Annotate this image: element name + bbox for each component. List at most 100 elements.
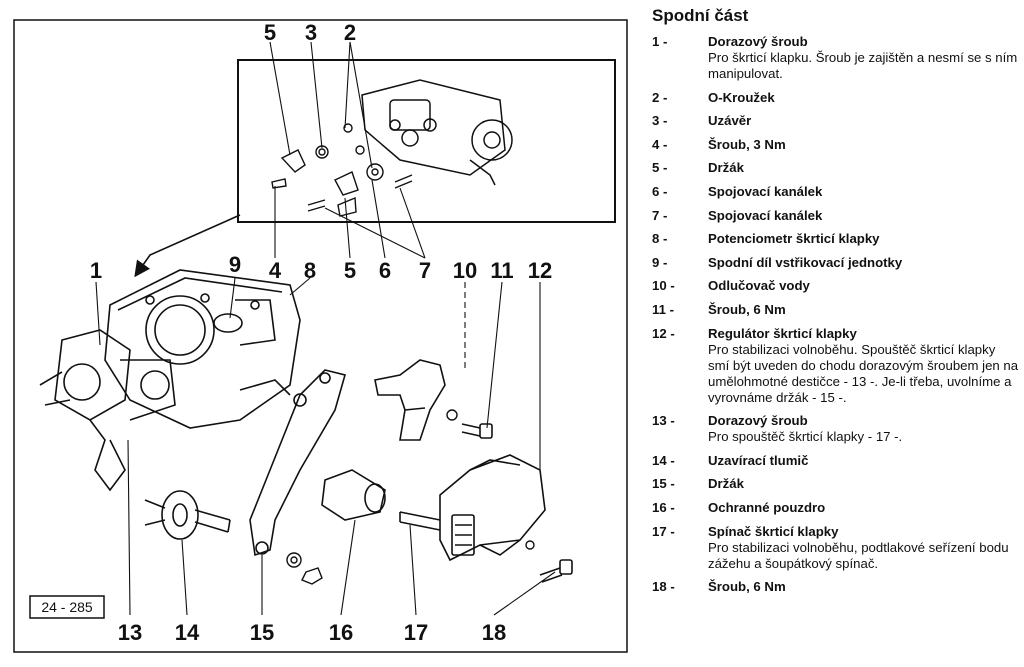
legend-item-label: Držák bbox=[708, 160, 744, 176]
callout-5-inset: 5 bbox=[264, 20, 276, 45]
callout-14: 14 bbox=[175, 620, 200, 645]
legend-item: 9 - Spodní díl vstřikovací jednotky bbox=[652, 255, 1020, 271]
legend-item-label: Uzávěr bbox=[708, 113, 752, 129]
callout-9: 9 bbox=[229, 252, 241, 277]
legend-item: 3 - Uzávěr bbox=[652, 113, 1020, 129]
callout-2: 2 bbox=[344, 20, 356, 45]
part-screw-11 bbox=[461, 423, 493, 439]
legend-item-number: 11 - bbox=[652, 301, 674, 317]
legend-item-label: Spojovací kanálek bbox=[708, 207, 823, 223]
inset-pointer-arrow bbox=[134, 214, 241, 278]
legend-item: 14 - Uzavírací tlumič bbox=[652, 453, 1020, 469]
figure-frame bbox=[13, 19, 628, 653]
inset-frame bbox=[237, 59, 616, 223]
legend-item-label: Dorazový šroub bbox=[708, 34, 808, 49]
part-water-separator bbox=[374, 359, 446, 441]
legend-item: 4 - Šroub, 3 Nm bbox=[652, 137, 1020, 153]
callout-1: 1 bbox=[90, 258, 102, 283]
legend-item-number: 8 - bbox=[652, 231, 668, 247]
diagram-canvas: 24 - 285 5 3 2 4 5 6 7 1 9 8 10 11 12 13… bbox=[13, 19, 628, 653]
legend-item-label: Šroub, 6 Nm bbox=[708, 579, 786, 595]
legend-item: 18 - Šroub, 6 Nm bbox=[652, 579, 1020, 595]
legend-item-label: Šroub, 3 Nm bbox=[708, 136, 786, 152]
legend-item-number: 4 - bbox=[652, 136, 668, 152]
legend-item-label: Spodní díl vstřikovací jednotky bbox=[708, 254, 903, 270]
figure-id-label: 24 - 285 bbox=[41, 599, 93, 615]
callout-18: 18 bbox=[482, 620, 506, 645]
legend-item-number: 17 - bbox=[652, 523, 675, 539]
legend-item-number: 2 - bbox=[652, 89, 668, 105]
part-nuts-washers bbox=[286, 409, 535, 585]
callout-7: 7 bbox=[419, 258, 431, 283]
legend-item-label: Ochranné pouzdro bbox=[708, 499, 826, 515]
main-leaders bbox=[95, 277, 556, 616]
legend-item: 10 - Odlučovač vody bbox=[652, 278, 1020, 294]
legend-item-description: Pro spouštěč škrticí klapky - 17 -. bbox=[708, 429, 903, 445]
legend-item-label: Šroub, 6 Nm bbox=[708, 301, 786, 317]
legend-item: 5 - Držák bbox=[652, 160, 1020, 176]
callout-3: 3 bbox=[305, 20, 317, 45]
callout-16: 16 bbox=[329, 620, 353, 645]
legend-item: 7 - Spojovací kanálek bbox=[652, 208, 1020, 224]
figure-id-box bbox=[29, 595, 105, 619]
inset-small-parts bbox=[271, 123, 413, 217]
legend-item-label: Potenciometr škrticí klapky bbox=[708, 231, 880, 247]
callout-4: 4 bbox=[269, 258, 282, 283]
legend-item-number: 7 - bbox=[652, 207, 668, 223]
legend-item: 15 - Držák bbox=[652, 476, 1020, 492]
legend-item: 11 - Šroub, 6 Nm bbox=[652, 302, 1020, 318]
legend-item-number: 15 - bbox=[652, 476, 675, 492]
legend-item-number: 10 - bbox=[652, 278, 675, 294]
legend-item-label: Spojovací kanálek bbox=[708, 183, 823, 199]
callout-11: 11 bbox=[490, 258, 513, 283]
callout-6: 6 bbox=[379, 258, 391, 283]
callout-5: 5 bbox=[344, 258, 356, 283]
legend-item-number: 12 - bbox=[652, 325, 675, 341]
legend-item-label: Odlučovač vody bbox=[708, 278, 810, 294]
legend-item-number: 3 - bbox=[652, 113, 668, 129]
legend-item: 16 - Ochranné pouzdro bbox=[652, 500, 1020, 516]
exploded-diagram: 24 - 285 5 3 2 4 5 6 7 1 9 8 10 11 12 13… bbox=[13, 19, 628, 653]
legend-item-number: 1 - bbox=[652, 34, 668, 49]
legend-item-number: 6 - bbox=[652, 183, 668, 199]
callout-8: 8 bbox=[304, 258, 316, 283]
legend-item-number: 18 - bbox=[652, 579, 675, 595]
legend-title: Spodní část bbox=[652, 6, 749, 25]
legend-item: 8 - Potenciometr škrticí klapky bbox=[652, 231, 1020, 247]
legend-item-description: Pro stabilizaci volnoběhu, podtlakové se… bbox=[708, 539, 1009, 571]
legend-item-label: Držák bbox=[708, 476, 744, 492]
legend-item-label: Dorazový šroub bbox=[708, 413, 808, 429]
callout-15: 15 bbox=[250, 620, 274, 645]
inset-throttle-body bbox=[361, 79, 513, 186]
legend-item-label: O-Kroužek bbox=[708, 89, 775, 105]
legend-item: 2 - O-Kroužek bbox=[652, 90, 1020, 106]
legend-item-number: 16 - bbox=[652, 499, 675, 515]
throttle-body-assembly bbox=[39, 269, 301, 492]
legend-item-label: Uzavírací tlumič bbox=[708, 452, 809, 468]
inset-leaders bbox=[269, 41, 426, 259]
part-protective-sleeve bbox=[321, 469, 386, 521]
callout-12: 12 bbox=[528, 258, 552, 283]
legend-item-number: 5 - bbox=[652, 160, 668, 176]
callout-13: 13 bbox=[118, 620, 142, 645]
legend-item-number: 13 - bbox=[652, 413, 675, 429]
legend-item-description: Pro škrticí klapku. Šroub je zajištěn a … bbox=[708, 50, 1018, 81]
legend-item-number: 14 - bbox=[652, 452, 675, 468]
legend-item: 6 - Spojovací kanálek bbox=[652, 184, 1020, 200]
part-throttle-regulator bbox=[399, 454, 546, 562]
part-bracket bbox=[249, 369, 346, 557]
legend-item-label: Spínač škrticí klapky bbox=[708, 523, 839, 539]
legend-item-number: 9 - bbox=[652, 254, 668, 270]
legend-item-label: Regulátor škrticí klapky bbox=[708, 325, 857, 341]
callout-17: 17 bbox=[404, 620, 428, 645]
legend-item-description: Pro stabilizaci volnoběhu. Spouštěč škrt… bbox=[708, 341, 1019, 405]
callout-10: 10 bbox=[453, 258, 477, 283]
part-closing-damper bbox=[144, 490, 231, 540]
part-screw-18 bbox=[539, 559, 573, 583]
